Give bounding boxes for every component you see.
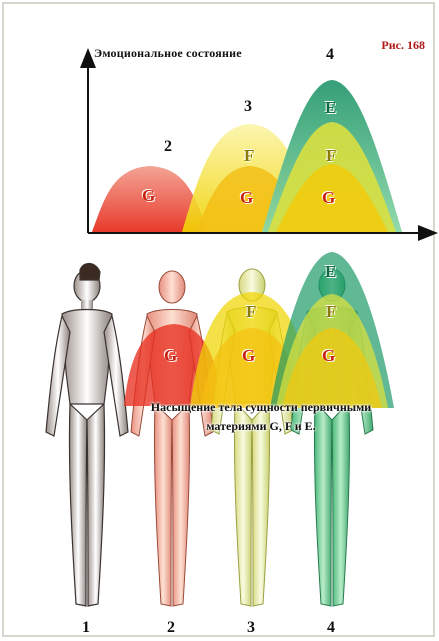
top-s4-g-label: G [322, 188, 335, 208]
fig4-g-label: G [322, 346, 335, 366]
stage-number-4: 4 [326, 46, 334, 64]
top-s3-f-label: F [244, 146, 254, 166]
top-chart [88, 58, 428, 233]
caption-line-1: Насыщение тела сущности первичными [96, 398, 426, 417]
top-s4-f-label: F [326, 146, 336, 166]
figure-number-4: 4 [327, 619, 335, 637]
fig2-g-label: G [164, 346, 177, 366]
caption-line-2: материями G, F и E. [96, 417, 426, 436]
top-s3-g-label: G [240, 188, 253, 208]
figure-caption: Насыщение тела сущности первичными матер… [96, 398, 426, 436]
stage-number-2: 2 [164, 138, 172, 156]
fig4-f-label: F [326, 302, 336, 322]
figure-number-2: 2 [167, 619, 175, 637]
stage-number-3: 3 [244, 98, 252, 116]
top-s2-g-label: G [142, 186, 155, 206]
figure-number-3: 3 [247, 619, 255, 637]
fig3-g-label: G [242, 346, 255, 366]
figure-number: Рис. 168 [381, 38, 425, 53]
top-s4-e-label: E [325, 98, 336, 118]
figure-number-1: 1 [82, 619, 90, 637]
fig4-e-label: E [325, 262, 336, 282]
fig3-f-label: F [246, 302, 256, 322]
body-figure-2 [131, 271, 213, 606]
chart-title: Эмоциональное состояние [94, 46, 242, 61]
